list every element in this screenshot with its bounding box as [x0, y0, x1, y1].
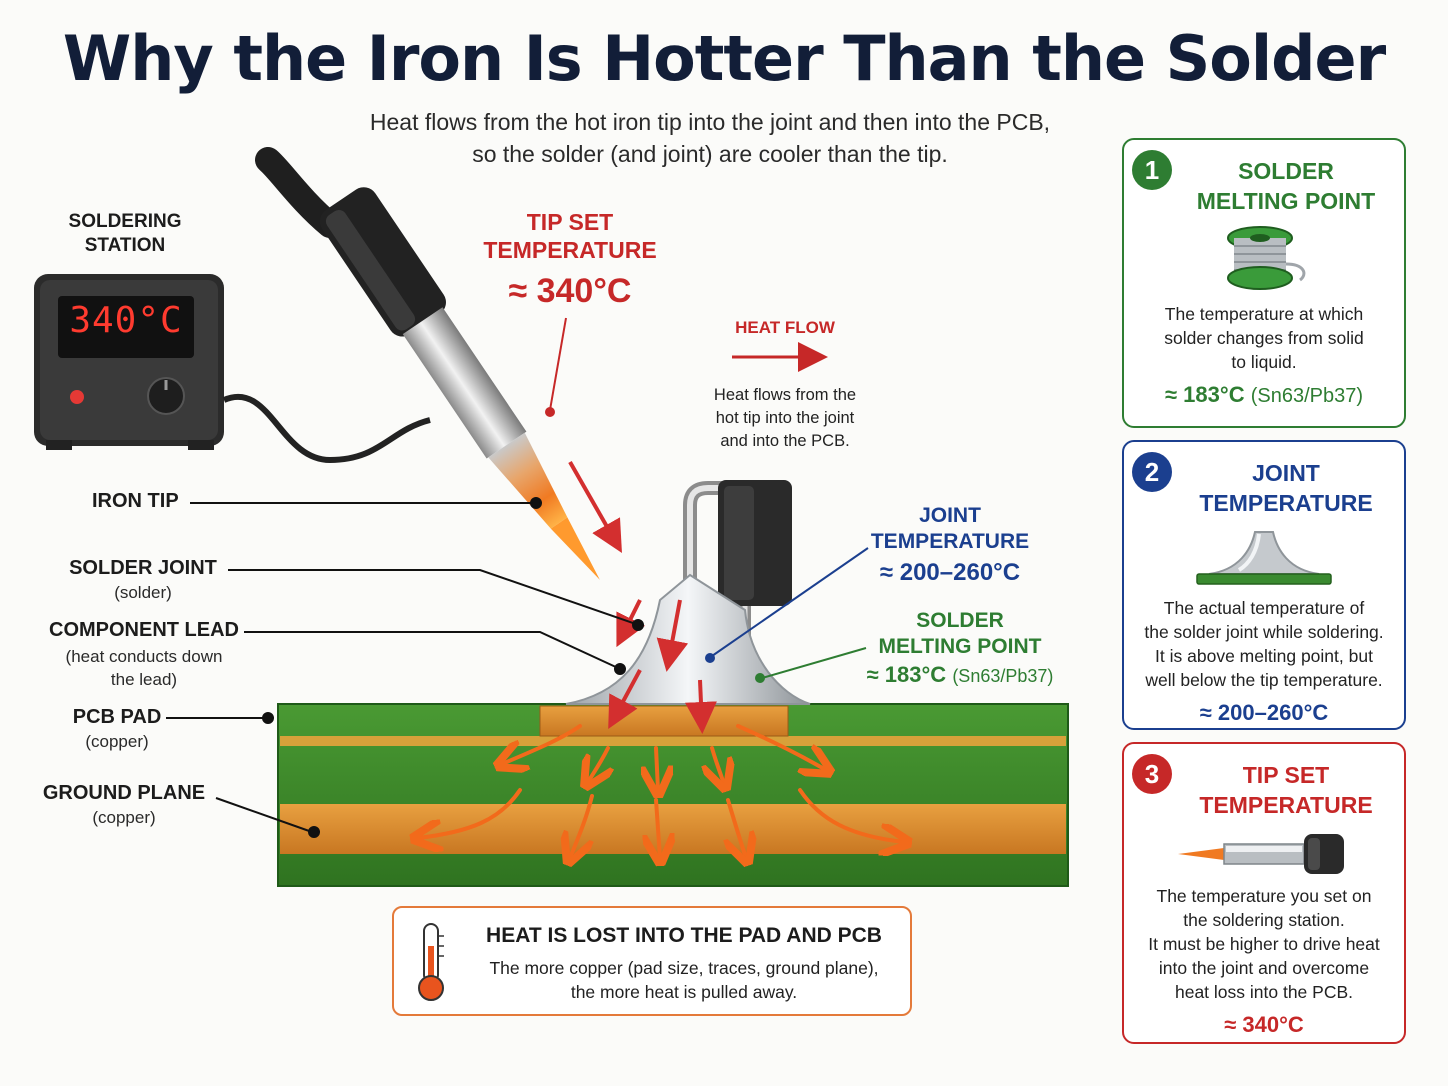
heat-flow-heading: HEAT FLOW [735, 318, 835, 337]
heat-flow-legend: HEAT FLOW Heat flows from the hot tip in… [700, 318, 870, 453]
label-iron-tip: IRON TIP [92, 490, 179, 512]
card-number-3: 3 [1132, 754, 1172, 794]
card-1-desc: The temperature at which solder changes … [1124, 302, 1404, 374]
joint-callout-line [711, 547, 869, 657]
melt-callout-value: ≈ 183°C [866, 662, 947, 687]
card-2-desc-4: well below the tip temperature. [1145, 670, 1383, 690]
melt-callout-line2: MELTING POINT [878, 635, 1042, 658]
label-pcb-pad: PCB PAD [72, 706, 162, 728]
card-3-value: ≈ 340°C [1224, 1012, 1304, 1037]
joint-callout-line1: JOINT [919, 504, 981, 527]
joint-temp-callout: JOINT TEMPERATURE ≈ 200–260°C [855, 503, 1045, 587]
card-3-title: TIP SET TEMPERATURE [1168, 760, 1404, 820]
heat-loss-box: HEAT IS LOST INTO THE PAD AND PCB The mo… [392, 906, 912, 1016]
card-3-desc-5: heat loss into the PCB. [1174, 982, 1354, 1002]
solder-spool-icon [1227, 226, 1306, 290]
tip-callout-line [549, 317, 567, 411]
card-1-value: ≈ 183°C [1165, 382, 1245, 407]
page-subtitle: Heat flows from the hot iron tip into th… [260, 106, 1160, 170]
tip-temp-callout: TIP SET TEMPERATURE ≈ 340°C [470, 208, 670, 311]
tip-callout-line2: TEMPERATURE [483, 237, 657, 263]
card-1-desc-2: solder changes from solid [1164, 328, 1364, 348]
card-tip-temperature: 3 TIP SET TEMPERATURE The temperature yo… [1122, 742, 1406, 1044]
subtitle-line-1: Heat flows from the hot iron tip into th… [369, 109, 1051, 135]
label-ground-plane: GROUND PLANE [42, 782, 206, 804]
heat-flow-desc: Heat flows from the hot tip into the joi… [700, 384, 870, 453]
heat-arrows-pcb [418, 724, 904, 858]
tip-callout-line1: TIP SET [526, 209, 614, 235]
label-component-lead-group: COMPONENT LEAD (heat conducts down the l… [44, 619, 244, 691]
card-1-desc-1: The temperature at which [1164, 304, 1364, 324]
label-solder-joint-sub: (solder) [114, 583, 172, 602]
label-component-lead: COMPONENT LEAD [49, 619, 239, 641]
station-label-line2: STATION [84, 235, 166, 256]
page-title: Why the Iron Is Hotter Than the Solder [62, 22, 1386, 95]
iron-tip-icon [1178, 834, 1344, 874]
heat-flow-desc-2: hot tip into the joint [715, 409, 855, 427]
melt-callout-line1: SOLDER [916, 609, 1004, 632]
subtitle-line-2: so the solder (and joint) are cooler tha… [472, 141, 948, 167]
card-2-value: ≈ 200–260°C [1199, 700, 1329, 725]
card-1-desc-3: to liquid. [1231, 352, 1297, 372]
label-ground-plane-sub: (copper) [92, 808, 156, 827]
melt-point-callout: SOLDER MELTING POINT ≈ 183°C (Sn63/Pb37) [855, 608, 1065, 688]
soldering-station-icon [34, 274, 431, 464]
soldering-iron-icon [255, 147, 600, 580]
card-2-desc: The actual temperature of the solder joi… [1124, 596, 1404, 692]
card-number-1: 1 [1132, 150, 1172, 190]
thermometer-icon [418, 923, 444, 1001]
label-pcb-pad-sub: (copper) [85, 732, 149, 751]
card-1-title-2: MELTING POINT [1196, 188, 1376, 214]
card-1-title: SOLDER MELTING POINT [1168, 156, 1404, 216]
station-display: 340°C [69, 300, 183, 341]
card-joint-temperature: 2 JOINT TEMPERATURE The actual temperatu… [1122, 440, 1406, 730]
pcb-board [277, 703, 1069, 887]
card-2-desc-1: The actual temperature of [1163, 598, 1365, 618]
heat-flow-desc-1: Heat flows from the [713, 386, 857, 404]
card-2-title: JOINT TEMPERATURE [1168, 458, 1404, 518]
card-number-2: 2 [1132, 452, 1172, 492]
heat-arrows-tip [568, 461, 717, 734]
card-3-desc: The temperature you set on the soldering… [1124, 884, 1404, 1004]
solder-joint-icon [1196, 531, 1332, 585]
card-melting-point: 1 SOLDER MELTING POINT The temperature a… [1122, 138, 1406, 428]
label-solder-joint-group: SOLDER JOINT (solder) [58, 557, 228, 603]
joint-callout-value: ≈ 200–260°C [879, 559, 1021, 586]
melt-callout-alloy: (Sn63/Pb37) [952, 666, 1054, 686]
card-3-desc-2: the soldering station. [1183, 910, 1345, 930]
card-1-value-note: (Sn63/Pb37) [1250, 385, 1363, 407]
card-3-title-2: TEMPERATURE [1199, 792, 1373, 818]
melt-callout-dot [755, 673, 765, 683]
card-3-title-1: TIP SET [1242, 762, 1330, 788]
leader-lines [166, 497, 644, 838]
tip-callout-dot [545, 407, 555, 417]
heat-loss-desc: The more copper (pad size, traces, groun… [464, 956, 904, 1004]
station-label: SOLDERING STATION [50, 210, 200, 258]
joint-callout-dot [705, 653, 715, 663]
card-3-desc-1: The temperature you set on [1156, 886, 1372, 906]
heat-loss-desc-2: the more heat is pulled away. [570, 982, 798, 1002]
card-2-title-1: JOINT [1252, 460, 1320, 486]
label-pcb-pad-group: PCB PAD (copper) [62, 706, 172, 752]
label-component-lead-sub2: the lead) [110, 670, 178, 689]
label-component-lead-sub1: (heat conducts down [65, 647, 223, 666]
melt-callout-line [761, 647, 867, 679]
label-ground-plane-group: GROUND PLANE (copper) [34, 782, 214, 828]
tip-callout-value: ≈ 340°C [508, 272, 632, 310]
joint-callout-line2: TEMPERATURE [870, 530, 1030, 553]
heat-loss-title: HEAT IS LOST INTO THE PAD AND PCB [486, 924, 882, 947]
card-2-desc-2: the solder joint while soldering. [1144, 622, 1384, 642]
card-3-desc-4: into the joint and overcome [1158, 958, 1370, 978]
heat-loss-desc-1: The more copper (pad size, traces, groun… [489, 958, 879, 978]
card-2-title-2: TEMPERATURE [1199, 490, 1373, 516]
component-lead [683, 480, 792, 700]
card-3-desc-3: It must be higher to drive heat [1148, 934, 1380, 954]
card-1-title-1: SOLDER [1238, 158, 1334, 184]
heat-flow-desc-3: and into the PCB. [720, 432, 850, 450]
station-label-line1: SOLDERING [68, 211, 182, 232]
label-solder-joint: SOLDER JOINT [69, 557, 217, 579]
card-2-desc-3: It is above melting point, but [1155, 646, 1373, 666]
